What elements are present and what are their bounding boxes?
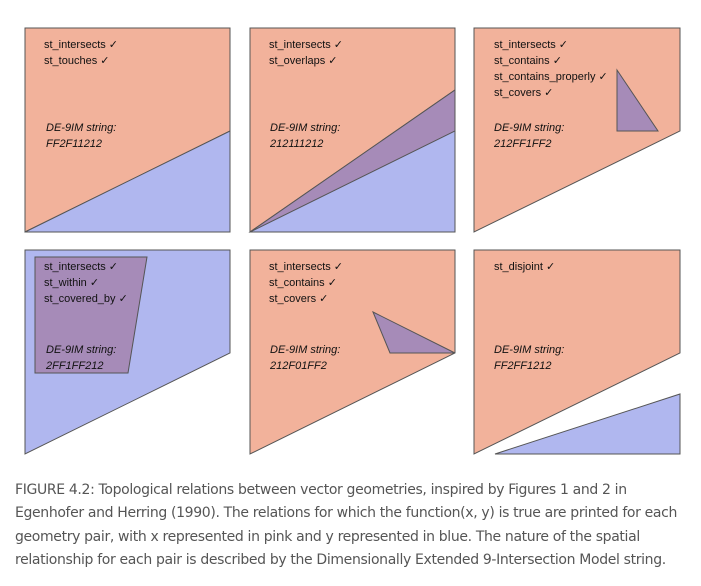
panel-contains-properly: st_intersects ✓ st_contains ✓ st_contain… xyxy=(473,27,681,233)
geometry-x-pink xyxy=(473,27,681,233)
geometry-y-blue-inside xyxy=(616,68,659,132)
de9im-string: 212FF1FF2 xyxy=(493,138,551,150)
topological-relations-figure: st_intersects ✓ st_touches ✓ DE-9IM stri… xyxy=(24,27,681,455)
panel-within: st_intersects ✓ st_within ✓ st_covered_b… xyxy=(24,249,231,455)
de9im-label: DE-9IM string: xyxy=(494,122,564,134)
de9im-string: 212111212 xyxy=(269,138,323,150)
panel-contains: st_intersects ✓ st_contains ✓ st_covers … xyxy=(249,249,456,455)
de9im-label: DE-9IM string: xyxy=(270,344,340,356)
relation-label: st_covers ✓ xyxy=(494,87,553,99)
relation-label: st_intersects ✓ xyxy=(44,39,118,51)
de9im-label: DE-9IM string: xyxy=(494,344,564,356)
geometry-y-blue xyxy=(24,130,231,233)
de9im-label: DE-9IM string: xyxy=(270,122,340,134)
geometry-x-inside xyxy=(34,256,148,374)
relation-label: st_covered_by ✓ xyxy=(44,293,128,305)
relation-label: st_intersects ✓ xyxy=(269,261,343,273)
relation-label: st_touches ✓ xyxy=(44,55,109,67)
de9im-label: DE-9IM string: xyxy=(46,344,116,356)
de9im-label: DE-9IM string: xyxy=(46,122,116,134)
geometry-x-pink xyxy=(473,249,681,455)
relation-label: st_overlaps ✓ xyxy=(269,55,338,67)
de9im-string: FF2FF1212 xyxy=(494,360,551,372)
relation-label: st_contains ✓ xyxy=(269,277,337,289)
geometry-y-blue-inside xyxy=(372,310,456,354)
panel-overlaps: st_intersects ✓ st_overlaps ✓ DE-9IM str… xyxy=(248,27,456,233)
relation-label: st_disjoint ✓ xyxy=(494,261,555,273)
panel-disjoint: st_disjoint ✓ DE-9IM string: FF2FF1212 xyxy=(473,249,681,455)
overlap-region xyxy=(249,89,456,233)
de9im-string: FF2F11212 xyxy=(46,138,102,150)
relation-label: st_covers ✓ xyxy=(269,293,328,305)
de9im-string: 212F01FF2 xyxy=(269,360,327,372)
figure-caption: FIGURE 4.2: Topological relations betwee… xyxy=(15,482,677,568)
relation-label: st_within ✓ xyxy=(44,277,99,289)
relation-label: st_intersects ✓ xyxy=(494,39,568,51)
de9im-string: 2FF1FF212 xyxy=(45,360,103,372)
panel-touches: st_intersects ✓ st_touches ✓ DE-9IM stri… xyxy=(24,27,231,233)
relation-label: st_intersects ✓ xyxy=(269,39,343,51)
relation-label: st_intersects ✓ xyxy=(44,261,118,273)
relation-label: st_contains_properly ✓ xyxy=(494,71,608,83)
relation-label: st_contains ✓ xyxy=(494,55,562,67)
geometry-y-blue xyxy=(494,393,681,455)
